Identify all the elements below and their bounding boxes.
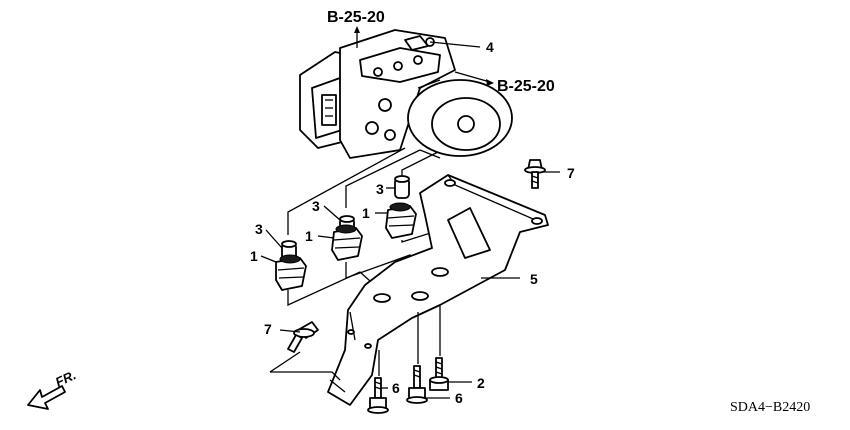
flange-bolt-top [524,159,546,189]
callout-7-left: 7 [264,321,272,337]
callout-6-mid: 6 [455,390,463,406]
diagram-code: SDA4−B2420 [730,400,810,415]
mount-left [275,254,307,291]
collar-right [394,175,410,199]
callout-1-right: 1 [362,205,370,221]
mounting-bracket [327,174,549,406]
mount-right [385,202,417,239]
stud-bolt [429,357,449,391]
callout-4: 4 [486,39,494,55]
callout-leaders [260,171,560,399]
callout-2: 2 [477,375,485,391]
front-direction-arrow [27,385,66,410]
mount-leaders [287,147,439,235]
abs-modulator-unit [299,26,513,159]
mount-mid [331,224,363,261]
flange-bolt-left [287,321,319,353]
callout-3-right: 3 [376,181,384,197]
callout-6-left: 6 [392,380,400,396]
bolt-6-left [367,377,389,414]
reference-right: B-25-20 [497,78,555,95]
callout-3-mid: 3 [312,198,320,214]
bolt-leaders [269,306,441,381]
front-direction-label: FR. [53,367,78,389]
callout-5: 5 [530,271,538,287]
callout-1-mid: 1 [305,228,313,244]
callout-1-left: 1 [250,248,258,264]
callout-7-top: 7 [567,165,575,181]
callout-3-left: 3 [255,221,263,237]
reference-top: B-25-20 [327,9,385,26]
bolt-6-mid [406,365,428,404]
